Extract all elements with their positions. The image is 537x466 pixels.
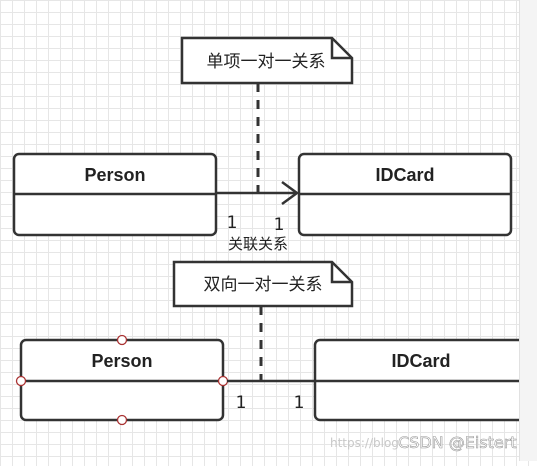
resize-handle-bottom[interactable]: [116, 414, 128, 426]
class-person-bottom[interactable]: Person: [19, 338, 225, 422]
note-top[interactable]: 单项一对一关系: [180, 36, 354, 85]
resize-handle-left[interactable]: [15, 375, 27, 387]
class-person-top-name: Person: [84, 165, 145, 185]
note-bottom[interactable]: 双向一对一关系: [172, 260, 354, 308]
resize-handle-right[interactable]: [217, 375, 229, 387]
association-arrow-top[interactable]: [216, 180, 300, 206]
class-idcard-bottom-name: IDCard: [391, 351, 450, 371]
association-label: 关联关系: [228, 235, 288, 253]
note-bottom-text: 双向一对一关系: [204, 275, 323, 295]
class-idcard-top-name: IDCard: [375, 165, 434, 185]
class-idcard-bottom[interactable]: IDCard: [313, 338, 529, 422]
class-person-bottom-name: Person: [91, 351, 152, 371]
class-person-top[interactable]: Person: [12, 152, 218, 237]
resize-handle-top[interactable]: [116, 334, 128, 346]
watermark-brand: CSDN @Eistert: [398, 433, 517, 452]
class-idcard-top[interactable]: IDCard: [297, 152, 513, 237]
multiplicity-left-top: 1: [227, 213, 238, 233]
multiplicity-left-bottom: 1: [236, 393, 247, 413]
multiplicity-right-bottom: 1: [294, 393, 305, 413]
watermark-url: https://blog.: [330, 436, 403, 450]
vertical-scrollbar[interactable]: [519, 0, 537, 461]
note-top-text: 单项一对一关系: [207, 52, 326, 72]
multiplicity-right-top: 1: [274, 215, 285, 235]
